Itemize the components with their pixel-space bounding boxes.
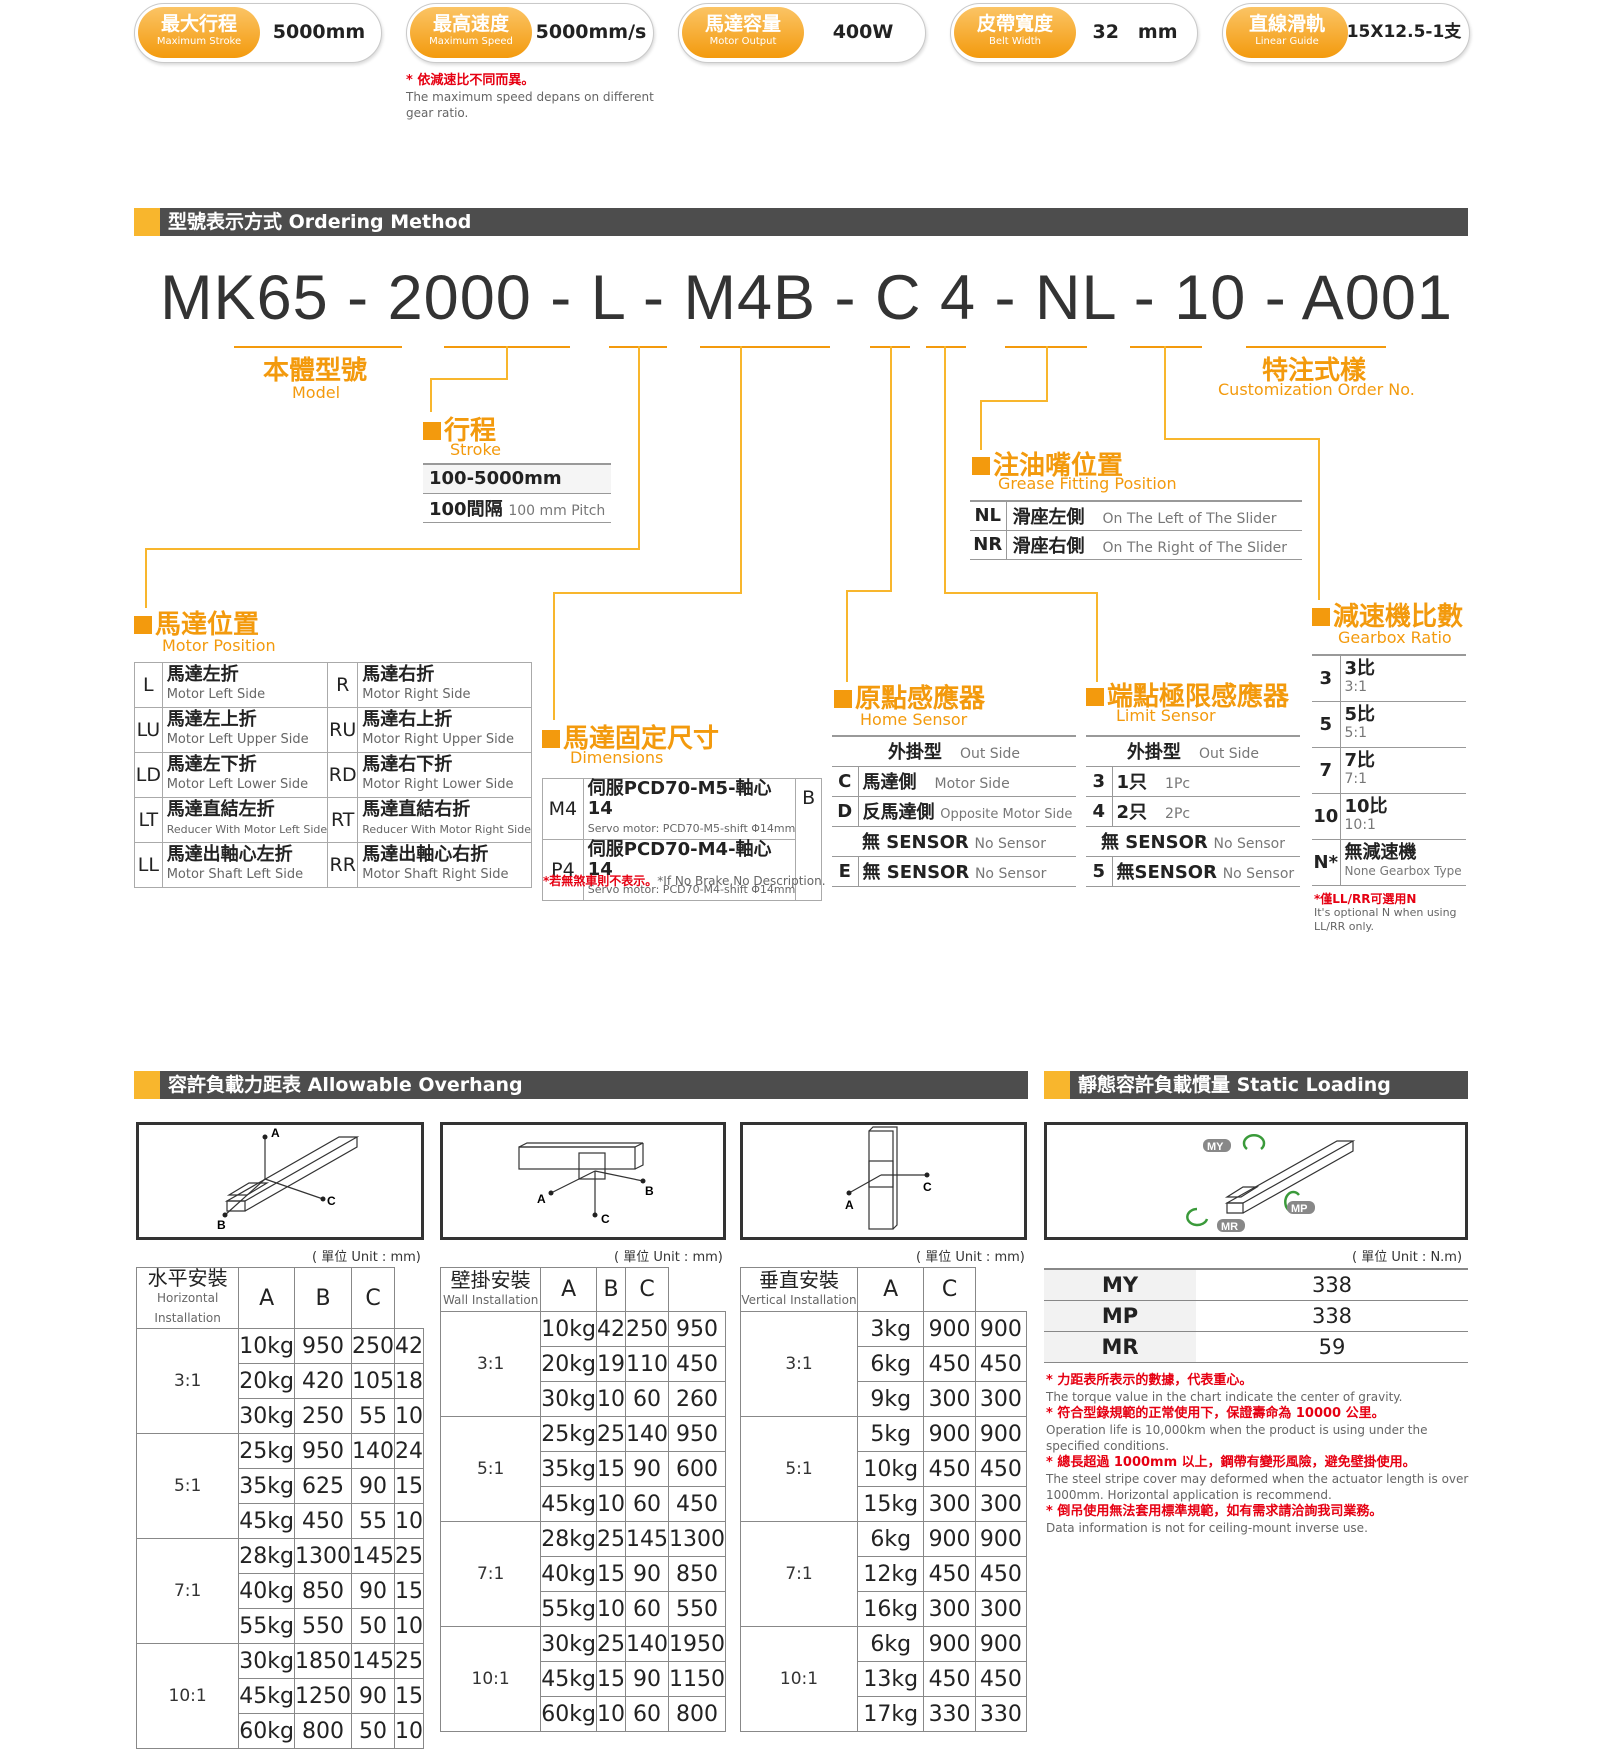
speed-note-en: The maximum speed depans on different ge… [406,90,654,120]
rotate-arrow-icon [1186,1207,1209,1227]
grease-subtitle: Grease Fitting Position [998,474,1177,493]
label-c: C [327,1194,336,1208]
dimensions-title: 馬達固定尺寸 [542,718,719,755]
custom-subtitle: Customization Order No. [1218,380,1415,399]
gearbox-title: 減速機比數 [1312,596,1463,633]
label-mr: MR [1221,1221,1238,1233]
home-sensor-title: 原點感應器 [834,678,985,715]
label-b: B [645,1184,654,1198]
model-title: 本體型號 [263,356,368,386]
moment-illustration: MY MP MR [1186,1134,1356,1233]
stroke-subtitle: Stroke [450,440,501,459]
label-b: B [217,1218,226,1232]
horizontal-diagram: A C B [136,1122,424,1240]
ordering-method-bar: 型號表示方式 Ordering Method [134,208,1468,236]
square-marker-icon [542,730,560,748]
label-mp: MP [1291,1203,1308,1215]
label-a: A [845,1198,854,1212]
static-notes: * 力距表所表示的數據，代表重心。 The torque value in th… [1046,1373,1469,1535]
square-marker-icon [1086,688,1104,706]
stroke-table: 100-5000mm 100間隔 100 mm Pitch [423,463,611,523]
unit-label: ( 單位 Unit : mm) [312,1250,421,1265]
spec-value: 5000mm/s [535,21,647,43]
horizontal-actuator-illustration: A C B [217,1126,360,1232]
vertical-actuator-illustration: C A [845,1126,932,1230]
gearbox-note-zh: *僅LL/RR可選用N [1314,892,1417,906]
static-moment-diagram: MY MP MR [1044,1122,1468,1240]
motor-position-subtitle: Motor Position [162,636,276,655]
square-marker-icon [1312,608,1330,626]
stroke-title: 行程 [423,410,496,447]
grease-title: 注油嘴位置 [972,445,1123,482]
static-loading-bar: 靜態容許負載慣量 Static Loading Moment [1044,1071,1468,1124]
unit-label: ( 單位 Unit : mm) [614,1250,723,1265]
square-marker-icon [423,422,441,440]
motor-position-title: 馬達位置 [134,604,259,641]
brake-note: *若無煞車則不表示。*If No Brake,No Description. [543,874,826,888]
limit-sensor-title: 端點極限感應器 [1086,676,1289,713]
gearbox-subtitle: Gearbox Ratio [1338,628,1452,647]
label-my: MY [1207,1141,1224,1153]
rotate-arrow-icon [1242,1134,1266,1150]
spec-value: 15X12.5-1支 [1346,22,1462,42]
model-code: MK65 - 2000 - L - M4B - C 4 - NL - 10 - … [160,263,1453,333]
square-marker-icon [134,616,152,634]
custom-title: 特注式樣 [1262,356,1367,386]
spec-value: 5000mm [272,21,366,43]
vertical-diagram: C A [740,1122,1027,1240]
allowable-overhang-bar: 容許負載力距表 Allowable Overhang [134,1071,1028,1099]
spec-value: 32 mm [1092,21,1178,43]
limit-sensor-subtitle: Limit Sensor [1116,706,1216,725]
spec-value: 400W [832,21,894,43]
label-c: C [923,1180,932,1194]
dimensions-subtitle: Dimensions [570,748,664,767]
model-subtitle: Model [292,383,341,402]
square-marker-icon [972,457,990,475]
label-c: C [601,1212,610,1226]
speed-note-zh: * 依減速比不同而異。 [406,73,535,88]
label-a: A [537,1192,546,1206]
wall-actuator-illustration: B A C [518,1142,654,1226]
wall-diagram: B A C [440,1122,726,1240]
label-a: A [271,1126,280,1140]
gearbox-note-en: It's optional N when using LL/RR only. [1314,906,1457,933]
square-marker-icon [834,690,852,708]
unit-label: ( 單位 Unit : mm) [916,1250,1025,1265]
unit-label: ( 單位 Unit : N.m) [1352,1250,1463,1265]
home-sensor-subtitle: Home Sensor [860,710,968,729]
